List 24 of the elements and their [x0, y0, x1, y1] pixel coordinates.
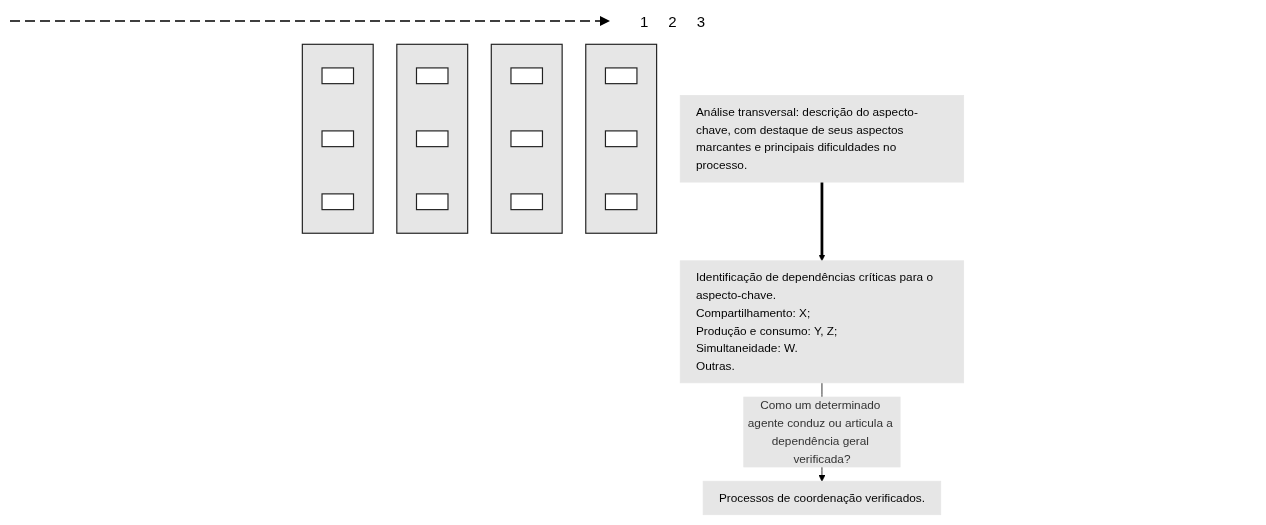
cluster: [490, 43, 563, 234]
arrow: [818, 182, 826, 262]
node-box: [321, 67, 355, 85]
node-box: [604, 130, 638, 148]
node-box: [510, 193, 544, 211]
node-box: [415, 130, 449, 148]
edge-label: Como um determinado agente conduz ou articula a dependência geral verificada?: [747, 398, 893, 465]
node-box: [510, 130, 544, 148]
node-box: [604, 67, 638, 85]
step-number: 1: [640, 12, 649, 30]
cluster: [396, 43, 469, 234]
node-box: Identificação de dependências críticas para o aspecto-chave. Compartilhamento: X; Produção e consumo: Y, Z; Simultaneidade: W. Outras.: [679, 260, 965, 384]
step-number: 3: [696, 12, 706, 30]
cluster: [301, 43, 374, 234]
node-box: [415, 67, 449, 85]
node-box: [510, 67, 544, 85]
node-box: Processos de coordenação verificados.: [702, 480, 942, 516]
step-number: 2: [668, 12, 677, 30]
cluster: [585, 43, 658, 234]
node-box: [321, 130, 355, 148]
node-box: Análise transversal: descrição do aspecto-chave, com destaque de seus aspectos marcantes e principais dificuldades no processo.: [679, 95, 965, 183]
node-box: [321, 193, 355, 211]
node-box: [604, 193, 638, 211]
node-box: [415, 193, 449, 211]
